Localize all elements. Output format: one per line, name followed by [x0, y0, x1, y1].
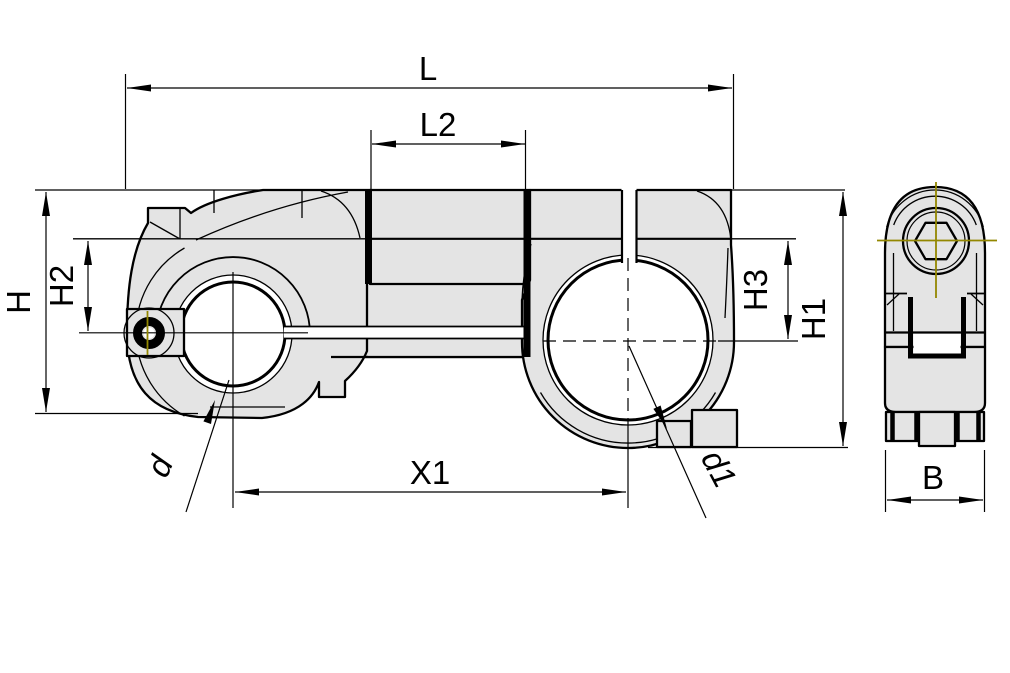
arrow-X1-right [602, 488, 626, 496]
side-view [146, 182, 997, 448]
arrow-H3-top [784, 241, 792, 265]
right-clamp-slot [621, 188, 637, 263]
arrow-B-right [959, 496, 983, 504]
arrow-L2-left [372, 140, 396, 148]
arrow-H3-bottom [784, 315, 792, 339]
tab-chamfer-line [149, 221, 181, 240]
under-bar-body [368, 283, 530, 357]
dim-label-X1: X1 [410, 454, 450, 491]
dim-label-d: d [139, 449, 181, 482]
connecting-bar [368, 188, 532, 286]
dome-arc-outer [886, 189, 984, 228]
arrow-d1 [653, 405, 667, 429]
leader-d1 [628, 345, 707, 519]
dim-label-H: H [0, 290, 37, 314]
dim-label-B: B [922, 459, 944, 496]
left-jaw-arc [155, 256, 311, 335]
arrow-L-left [127, 84, 151, 92]
arrow-L-right [708, 84, 732, 92]
front-view [35, 188, 845, 508]
dim-label-H3: H3 [737, 269, 774, 311]
arm-fillet-curve [320, 190, 361, 239]
block-fillet-curve [696, 190, 732, 241]
bar-left-end-face [365, 190, 372, 284]
dim-label-d1: d1 [694, 444, 744, 494]
arrow-H2-top [84, 241, 92, 265]
dim-label-L2: L2 [420, 106, 457, 143]
side-center-tab [917, 410, 957, 448]
ring-step-tab2 [690, 408, 739, 449]
leader-d [185, 379, 230, 513]
arrow-d [203, 400, 215, 424]
dim-label-H2: H2 [43, 265, 80, 307]
dim-label-L: L [419, 50, 437, 87]
arrow-H1-bottom [839, 422, 847, 446]
side-pocket-gap [913, 333, 961, 355]
left-clamp-slit [284, 326, 524, 339]
arm-inner-curve [195, 191, 349, 241]
arrow-X1-left [235, 488, 259, 496]
arrow-H2-bottom [84, 307, 92, 331]
arrow-L2-right [501, 140, 525, 148]
arrow-H-top [42, 192, 50, 216]
bar-right-end-face [523, 190, 531, 357]
arrow-H-bottom [42, 388, 50, 412]
ring-inner-edge [724, 247, 729, 319]
arrow-B-left [887, 496, 911, 504]
dome-arc-inner [893, 195, 977, 226]
dim-label-H1: H1 [795, 298, 832, 340]
arrow-H1-top [839, 192, 847, 216]
ring-step-tab1 [655, 419, 693, 449]
side-pocket-outline [908, 297, 966, 359]
